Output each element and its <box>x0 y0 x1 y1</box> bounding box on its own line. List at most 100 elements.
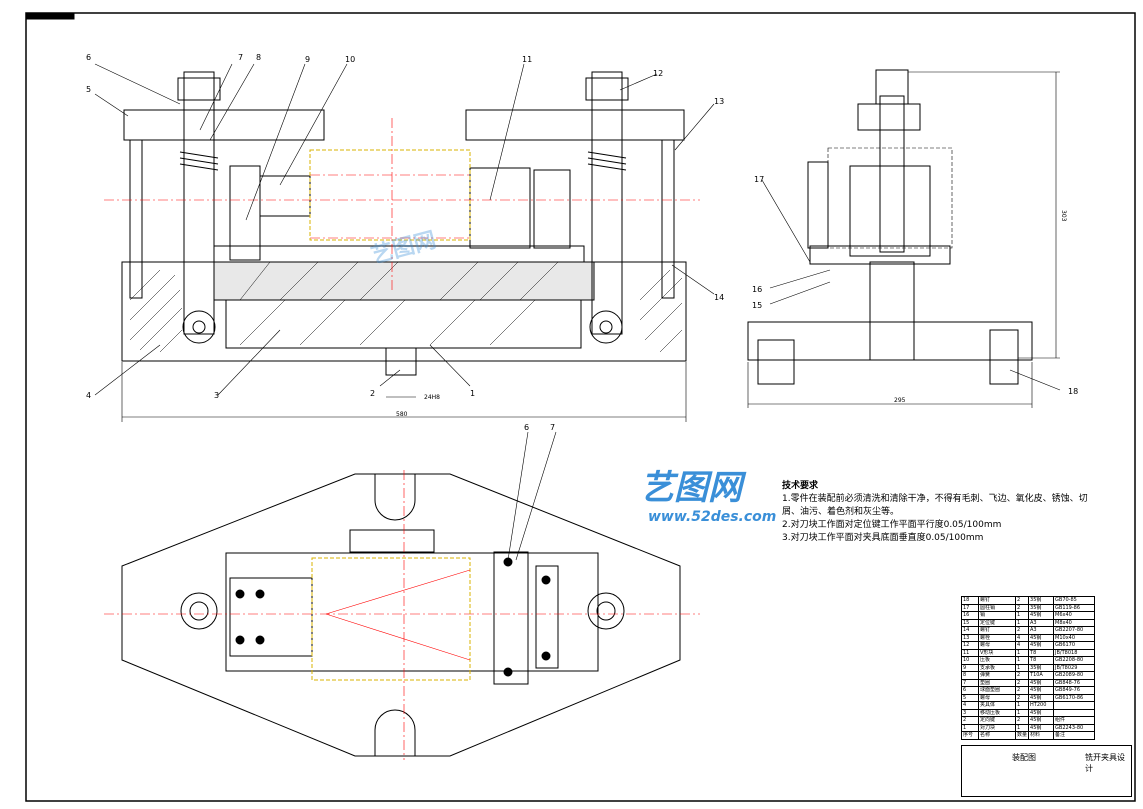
bom-cell-mat: A3 <box>1028 626 1055 635</box>
balloon-6: 6 <box>86 53 91 62</box>
bom-cell-std: GB6170-86 <box>1053 693 1096 702</box>
bom-cell-qty: 1 <box>1014 618 1030 627</box>
bom-cell-no: 18 <box>961 596 979 605</box>
note-line: 3.对刀块工作平面对夹具底面垂直度0.05/100mm <box>782 533 984 543</box>
bom-cell-no: 4 <box>961 701 979 710</box>
top-left-nut <box>180 592 218 630</box>
bom-cell-no: 12 <box>961 641 979 650</box>
bom-cell-std: 组件 <box>1053 716 1096 725</box>
bom-cell-mat: A3 <box>1028 618 1055 627</box>
bom-cell-std: M6x40 <box>1053 611 1096 620</box>
bom-cell-std: GB2243-80 <box>1053 723 1096 732</box>
bom-cell-std: GB2208-80 <box>1053 656 1096 665</box>
bom-cell-name: 定位键 <box>978 618 1016 627</box>
bom-cell-mat: 35钢 <box>1028 603 1055 612</box>
bom-cell-qty: 2 <box>1014 693 1030 702</box>
left-stud <box>183 71 215 335</box>
bom-cell-name: 定向键 <box>978 716 1016 725</box>
bom-cell-std: GB119-86 <box>1053 603 1096 612</box>
bom-cell-qty: 2 <box>1014 678 1030 687</box>
dim-locator: 24H8 <box>424 394 440 401</box>
bom-cell-qty: 1 <box>1014 723 1030 732</box>
balloon-top-6: 6 <box>524 423 529 432</box>
bom-header-mat: 材料 <box>1028 731 1055 740</box>
bom-cell-name: 螺母 <box>978 693 1016 702</box>
bom-cell-mat: T10A <box>1028 671 1055 680</box>
bom-cell-no: 14 <box>961 626 979 635</box>
balloon-17: 17 <box>754 175 764 184</box>
dim-580: 580 <box>396 411 408 418</box>
bom-cell-mat: 45钢 <box>1028 611 1055 620</box>
bom-cell-name: 压板 <box>978 656 1016 665</box>
bom-cell-std: JB/T8018 <box>1053 648 1096 657</box>
technical-notes: 技术要求 1.零件在装配前必须清洗和清除干净，不得有毛刺、飞边、氧化皮、锈蚀、切… <box>782 480 1088 545</box>
bom-cell-no: 16 <box>961 611 979 620</box>
bom-cell-mat: 45钢 <box>1028 716 1055 725</box>
watermark-url: www.52des.com <box>648 509 777 525</box>
balloon-1: 1 <box>470 389 475 398</box>
bom-cell-name: 圆柱销 <box>978 603 1016 612</box>
notes-title: 技术要求 <box>782 481 819 491</box>
bom-cell-no: 6 <box>961 686 979 695</box>
bom-header-qty: 数量 <box>1014 731 1030 740</box>
balloon-16: 16 <box>752 285 762 294</box>
top-workpiece-outline <box>311 557 471 681</box>
bom-cell-qty: 2 <box>1014 596 1030 605</box>
bom-cell-std: M8x40 <box>1053 618 1096 627</box>
balloon-12: 12 <box>653 69 663 78</box>
bom-cell-qty: 1 <box>1014 701 1030 710</box>
bom-cell-name: 销 <box>978 611 1016 620</box>
bom-cell-name: 螺钉 <box>978 626 1016 635</box>
side-screw <box>989 329 1019 385</box>
bom-cell-std: GB70-85 <box>1053 596 1096 605</box>
balloon-3: 3 <box>214 391 219 400</box>
bom-cell-mat: HT200 <box>1028 701 1055 710</box>
bom-cell-name: 支承板 <box>978 663 1016 672</box>
bom-cell-name: 螺栓 <box>978 633 1016 642</box>
bom-header-row: 序号名称数量材料备注 <box>961 731 1096 740</box>
bom-cell-qty: 1 <box>1014 611 1030 620</box>
bom-header-name: 名称 <box>978 731 1016 740</box>
bom-cell-no: 8 <box>961 671 979 680</box>
bom-cell-no: 7 <box>961 678 979 687</box>
dim-295: 295 <box>894 397 906 404</box>
drawing-title: 铣开夹具设计 <box>1085 753 1125 773</box>
note-line: 1.零件在装配前必须清洗和清除干净，不得有毛刺、飞边、氧化皮、锈蚀、切 <box>782 494 1088 504</box>
bom-cell-name: 对刀块 <box>978 723 1016 732</box>
bom-cell-no: 2 <box>961 716 979 725</box>
bom-cell-name: 球面垫圈 <box>978 686 1016 695</box>
bom-cell-no: 15 <box>961 618 979 627</box>
side-base <box>747 321 1033 361</box>
bom-cell-name: V形块 <box>978 648 1016 657</box>
bom-cell-std: GB848-76 <box>1053 678 1096 687</box>
bom-cell-mat: 45钢 <box>1028 693 1055 702</box>
bom-cell-std: GB849-76 <box>1053 686 1096 695</box>
bom-cell-mat: 45钢 <box>1028 723 1055 732</box>
balloon-2: 2 <box>370 389 375 398</box>
balloon-top-7: 7 <box>550 423 555 432</box>
dim-303: 303 <box>1060 210 1067 222</box>
bom-cell-no: 13 <box>961 633 979 642</box>
balloon-13: 13 <box>714 97 724 106</box>
workpiece-outline <box>309 149 471 241</box>
side-stud <box>879 95 905 253</box>
bom-cell-no: 9 <box>961 663 979 672</box>
bom-cell-qty: 1 <box>1014 648 1030 657</box>
bom-cell-qty: 2 <box>1014 671 1030 680</box>
bom-cell-name: 螺钉 <box>978 596 1016 605</box>
bom-cell-mat: 45钢 <box>1028 633 1055 642</box>
bom-cell-mat: 45钢 <box>1028 678 1055 687</box>
bom-cell-mat: 35钢 <box>1028 663 1055 672</box>
bom-cell-qty: 1 <box>1014 663 1030 672</box>
bom-cell-mat: T8 <box>1028 648 1055 657</box>
right-stud <box>591 71 623 335</box>
bom-cell-no: 3 <box>961 708 979 717</box>
